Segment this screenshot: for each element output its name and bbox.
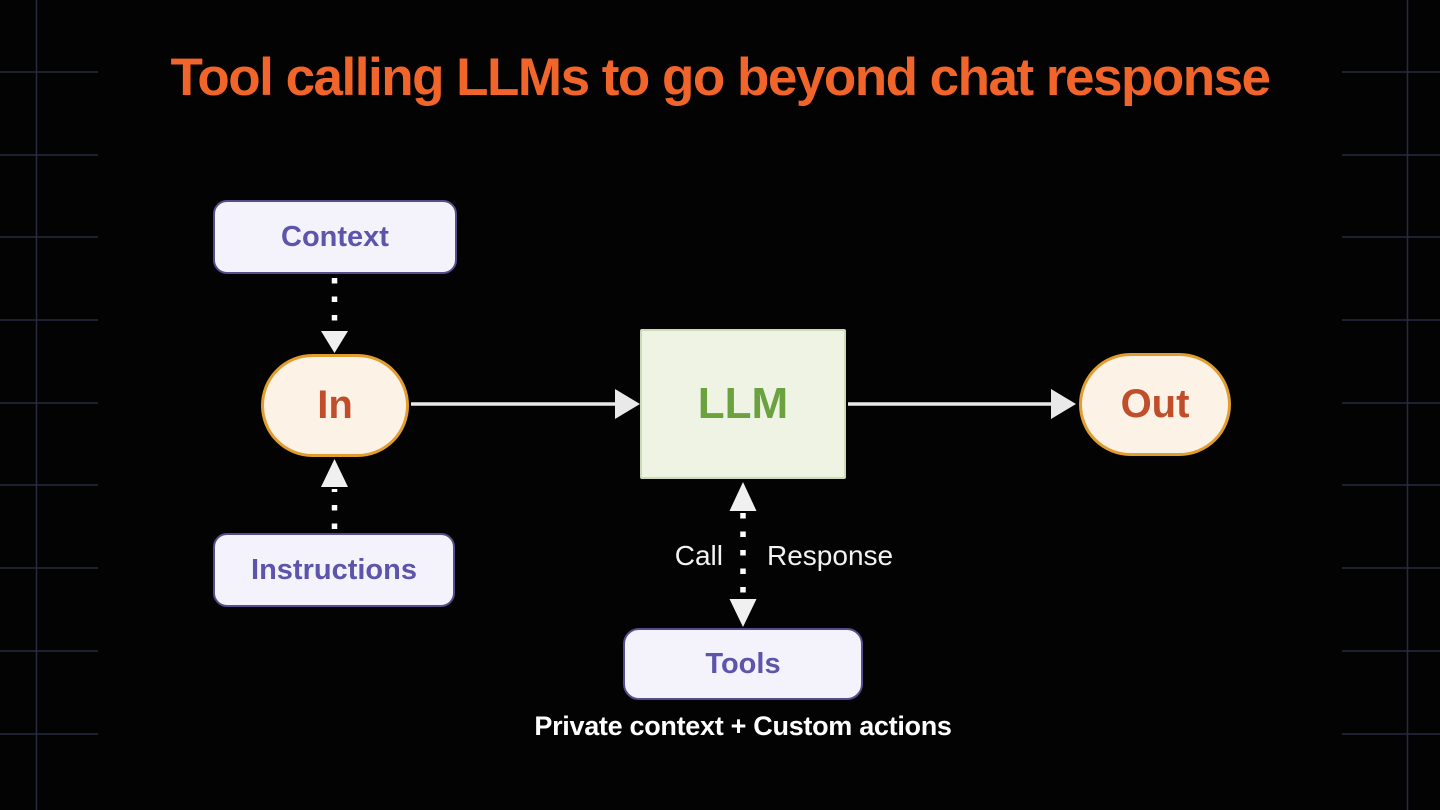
node-in: In xyxy=(261,354,409,457)
arrowhead-right xyxy=(1051,389,1076,419)
arrow-context-to-in xyxy=(321,278,348,353)
arrowhead-up xyxy=(729,482,757,511)
node-in-label: In xyxy=(317,383,353,427)
arrowhead-up xyxy=(321,459,348,487)
arrowhead-down xyxy=(729,599,757,627)
node-context-label: Context xyxy=(281,220,389,253)
arrow-in-to-llm xyxy=(411,389,640,419)
arrowhead-down xyxy=(321,331,348,353)
node-out-label: Out xyxy=(1120,382,1190,426)
node-out: Out xyxy=(1079,353,1231,456)
node-tools: Tools xyxy=(623,628,863,700)
node-context: Context xyxy=(213,200,457,274)
node-llm-label: LLM xyxy=(697,379,789,428)
node-llm: LLM xyxy=(640,329,846,479)
node-instructions: Instructions xyxy=(213,533,455,607)
arrowhead-right xyxy=(615,389,640,419)
edge-label-call: Call xyxy=(674,540,723,571)
node-tools-label: Tools xyxy=(705,647,781,680)
arrow-llm-to-out xyxy=(848,389,1076,419)
page-title: Tool calling LLMs to go beyond chat resp… xyxy=(170,48,1271,107)
caption: Private context + Custom actions xyxy=(534,711,952,741)
edge-label-response: Response xyxy=(767,540,894,571)
node-instructions-label: Instructions xyxy=(251,553,417,586)
arrow-llm-tools-bidirectional xyxy=(729,482,757,627)
arrow-instructions-to-in xyxy=(321,459,348,529)
